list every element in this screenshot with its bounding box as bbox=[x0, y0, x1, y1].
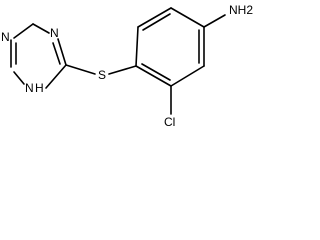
bond-c2-c3 bbox=[137, 7, 172, 28]
thioether-linkage bbox=[65, 64, 137, 75]
nh-hydrogen-label: H bbox=[35, 81, 44, 95]
bond-n1h-n1 bbox=[13, 71, 25, 85]
bond-c6-c1 bbox=[135, 65, 172, 87]
sulfur-label: S bbox=[98, 68, 106, 82]
bond-c5-c6 bbox=[170, 65, 205, 87]
triazole-nh-label: N bbox=[25, 81, 34, 95]
bond-n2-c5 bbox=[13, 23, 34, 39]
bond-n4-c3 bbox=[57, 38, 67, 66]
bond-c2-c3-double bbox=[142, 13, 171, 31]
bond-n4-c3-double bbox=[52, 42, 61, 65]
triazole-n1-label: N bbox=[1, 30, 10, 44]
chlorine-label: Cl bbox=[164, 115, 175, 129]
bond-c5-n4 bbox=[32, 23, 50, 34]
bond-s-benzene bbox=[108, 65, 137, 75]
benzene-ring bbox=[135, 7, 205, 87]
bond-c3-c4 bbox=[170, 7, 205, 28]
bond-ring-nh2 bbox=[203, 14, 226, 28]
triazole-ring bbox=[10, 23, 67, 89]
molecule-structure: NH2 Cl S N N N H bbox=[1, 3, 253, 129]
amine-label: NH2 bbox=[229, 3, 253, 17]
triazole-n2-label: N bbox=[50, 26, 59, 40]
bond-c3-n1h bbox=[45, 64, 67, 89]
bond-c1-c2 bbox=[135, 26, 139, 67]
bond-triazole-s bbox=[65, 64, 96, 75]
bond-c6-c1-double bbox=[141, 63, 171, 81]
